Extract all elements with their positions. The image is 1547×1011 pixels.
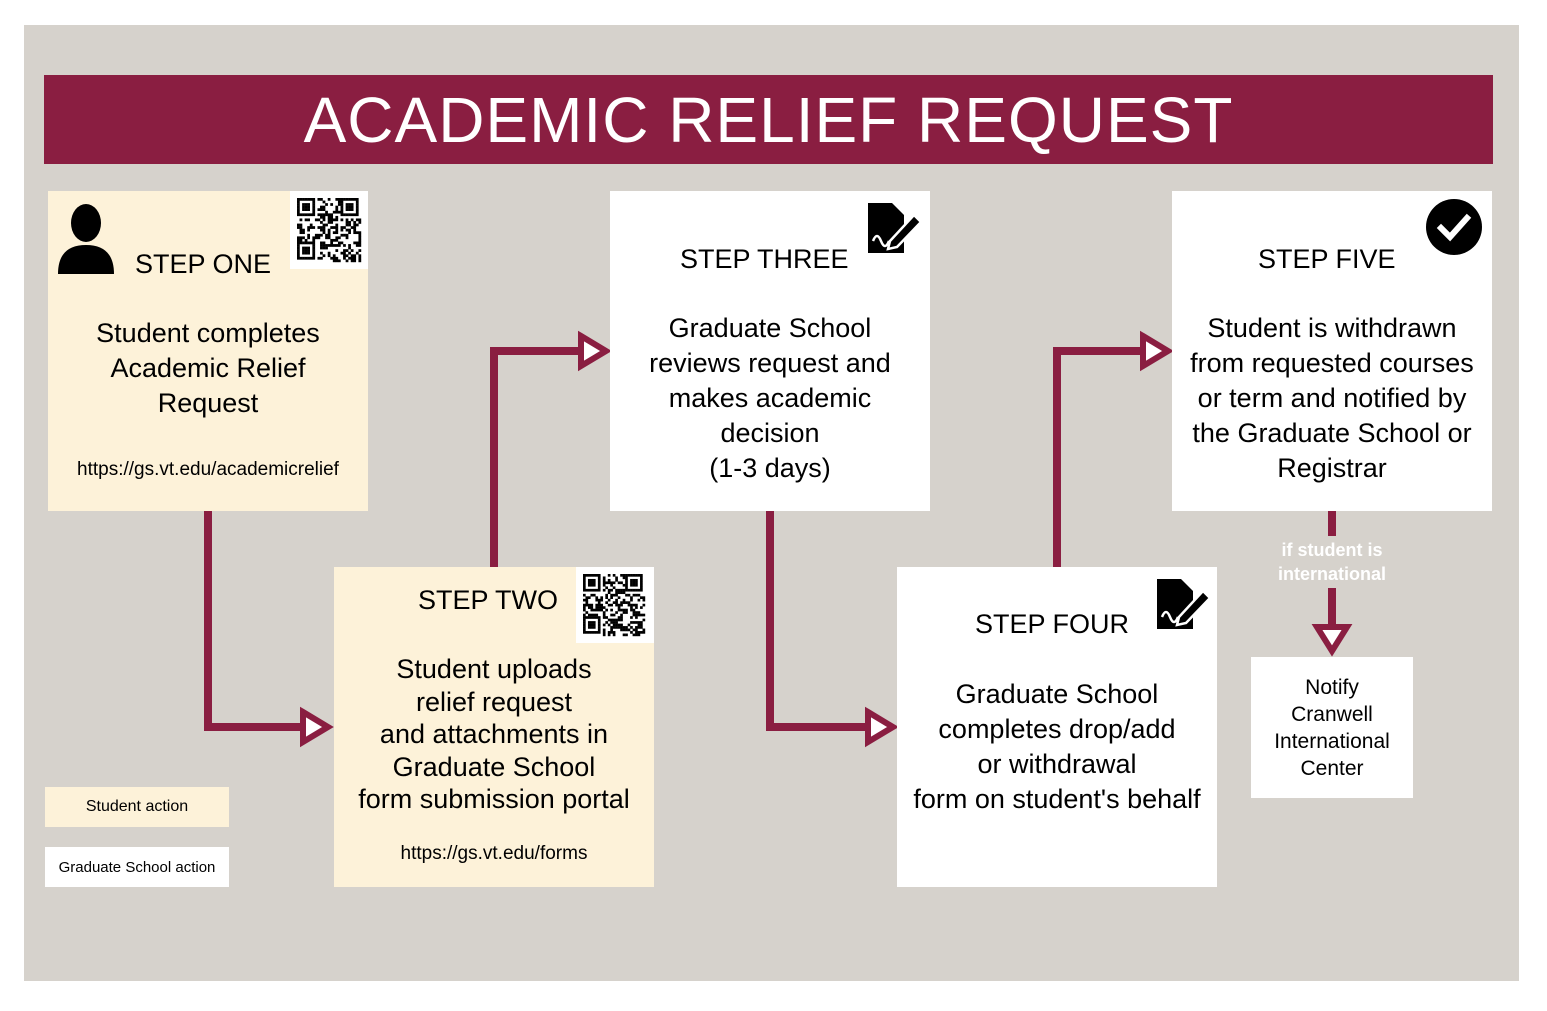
step-four-description: Graduate School completes drop/add or wi… [913, 679, 1201, 814]
arrowhead-to-notify [1311, 624, 1353, 657]
step-five-title: STEP FIVE [1258, 244, 1396, 274]
arrowhead-to-step5 [1140, 330, 1174, 372]
arrowhead-to-step2 [300, 706, 334, 748]
title-banner: ACADEMIC RELIEF REQUEST [44, 75, 1493, 164]
step-one-link[interactable]: https://gs.vt.edu/academicrelief [77, 459, 339, 480]
step-five-description: Student is withdrawn from requested cour… [1190, 313, 1474, 483]
step-one-title: STEP ONE [135, 249, 272, 279]
connector-step2-to-step3 [490, 347, 593, 567]
check-circle-icon [1426, 199, 1482, 255]
step-five-box: STEP FIVE Student is withdrawn from requ… [1172, 191, 1492, 511]
step-two-title: STEP TWO [418, 585, 559, 615]
arrowhead-to-step3 [578, 330, 612, 372]
qr-code-step-one [290, 191, 368, 269]
step-two-box: STEP TWO Student uploads relief request … [334, 567, 654, 887]
step-four-box: STEP FOUR Graduate School completes drop… [897, 567, 1217, 887]
step-one-box: STEP ONE Student completes Academic Reli… [48, 191, 368, 511]
step-one-description: Student completes Academic Relief Reques… [96, 318, 320, 418]
document-sign-icon [1157, 579, 1212, 629]
document-sign-icon [868, 203, 923, 253]
connector-step4-to-step5 [1053, 347, 1155, 567]
legend-student-action: Student action [45, 787, 229, 827]
step-two-link[interactable]: https://gs.vt.edu/forms [400, 843, 588, 864]
connector-step3-to-step4 [766, 511, 880, 731]
page-title: ACADEMIC RELIEF REQUEST [303, 83, 1234, 156]
qr-pattern [583, 574, 646, 637]
notify-cranwell-box: Notify Cranwell International Center [1251, 657, 1413, 798]
connector-step1-to-step2 [204, 511, 315, 731]
legend-graduate-action: Graduate School action [45, 847, 229, 887]
qr-pattern [297, 198, 362, 263]
step-two-description: Student uploads relief request and attac… [358, 654, 630, 814]
qr-code-step-two [576, 567, 654, 643]
branch-condition-label: if student is international [1277, 540, 1386, 584]
step-three-title: STEP THREE [680, 244, 849, 274]
step-three-box: STEP THREE Graduate School reviews reque… [610, 191, 930, 511]
arrowhead-to-step4 [865, 706, 899, 748]
step-three-description: Graduate School reviews request and make… [649, 313, 891, 483]
person-icon [58, 204, 114, 274]
step-four-title: STEP FOUR [975, 609, 1130, 639]
